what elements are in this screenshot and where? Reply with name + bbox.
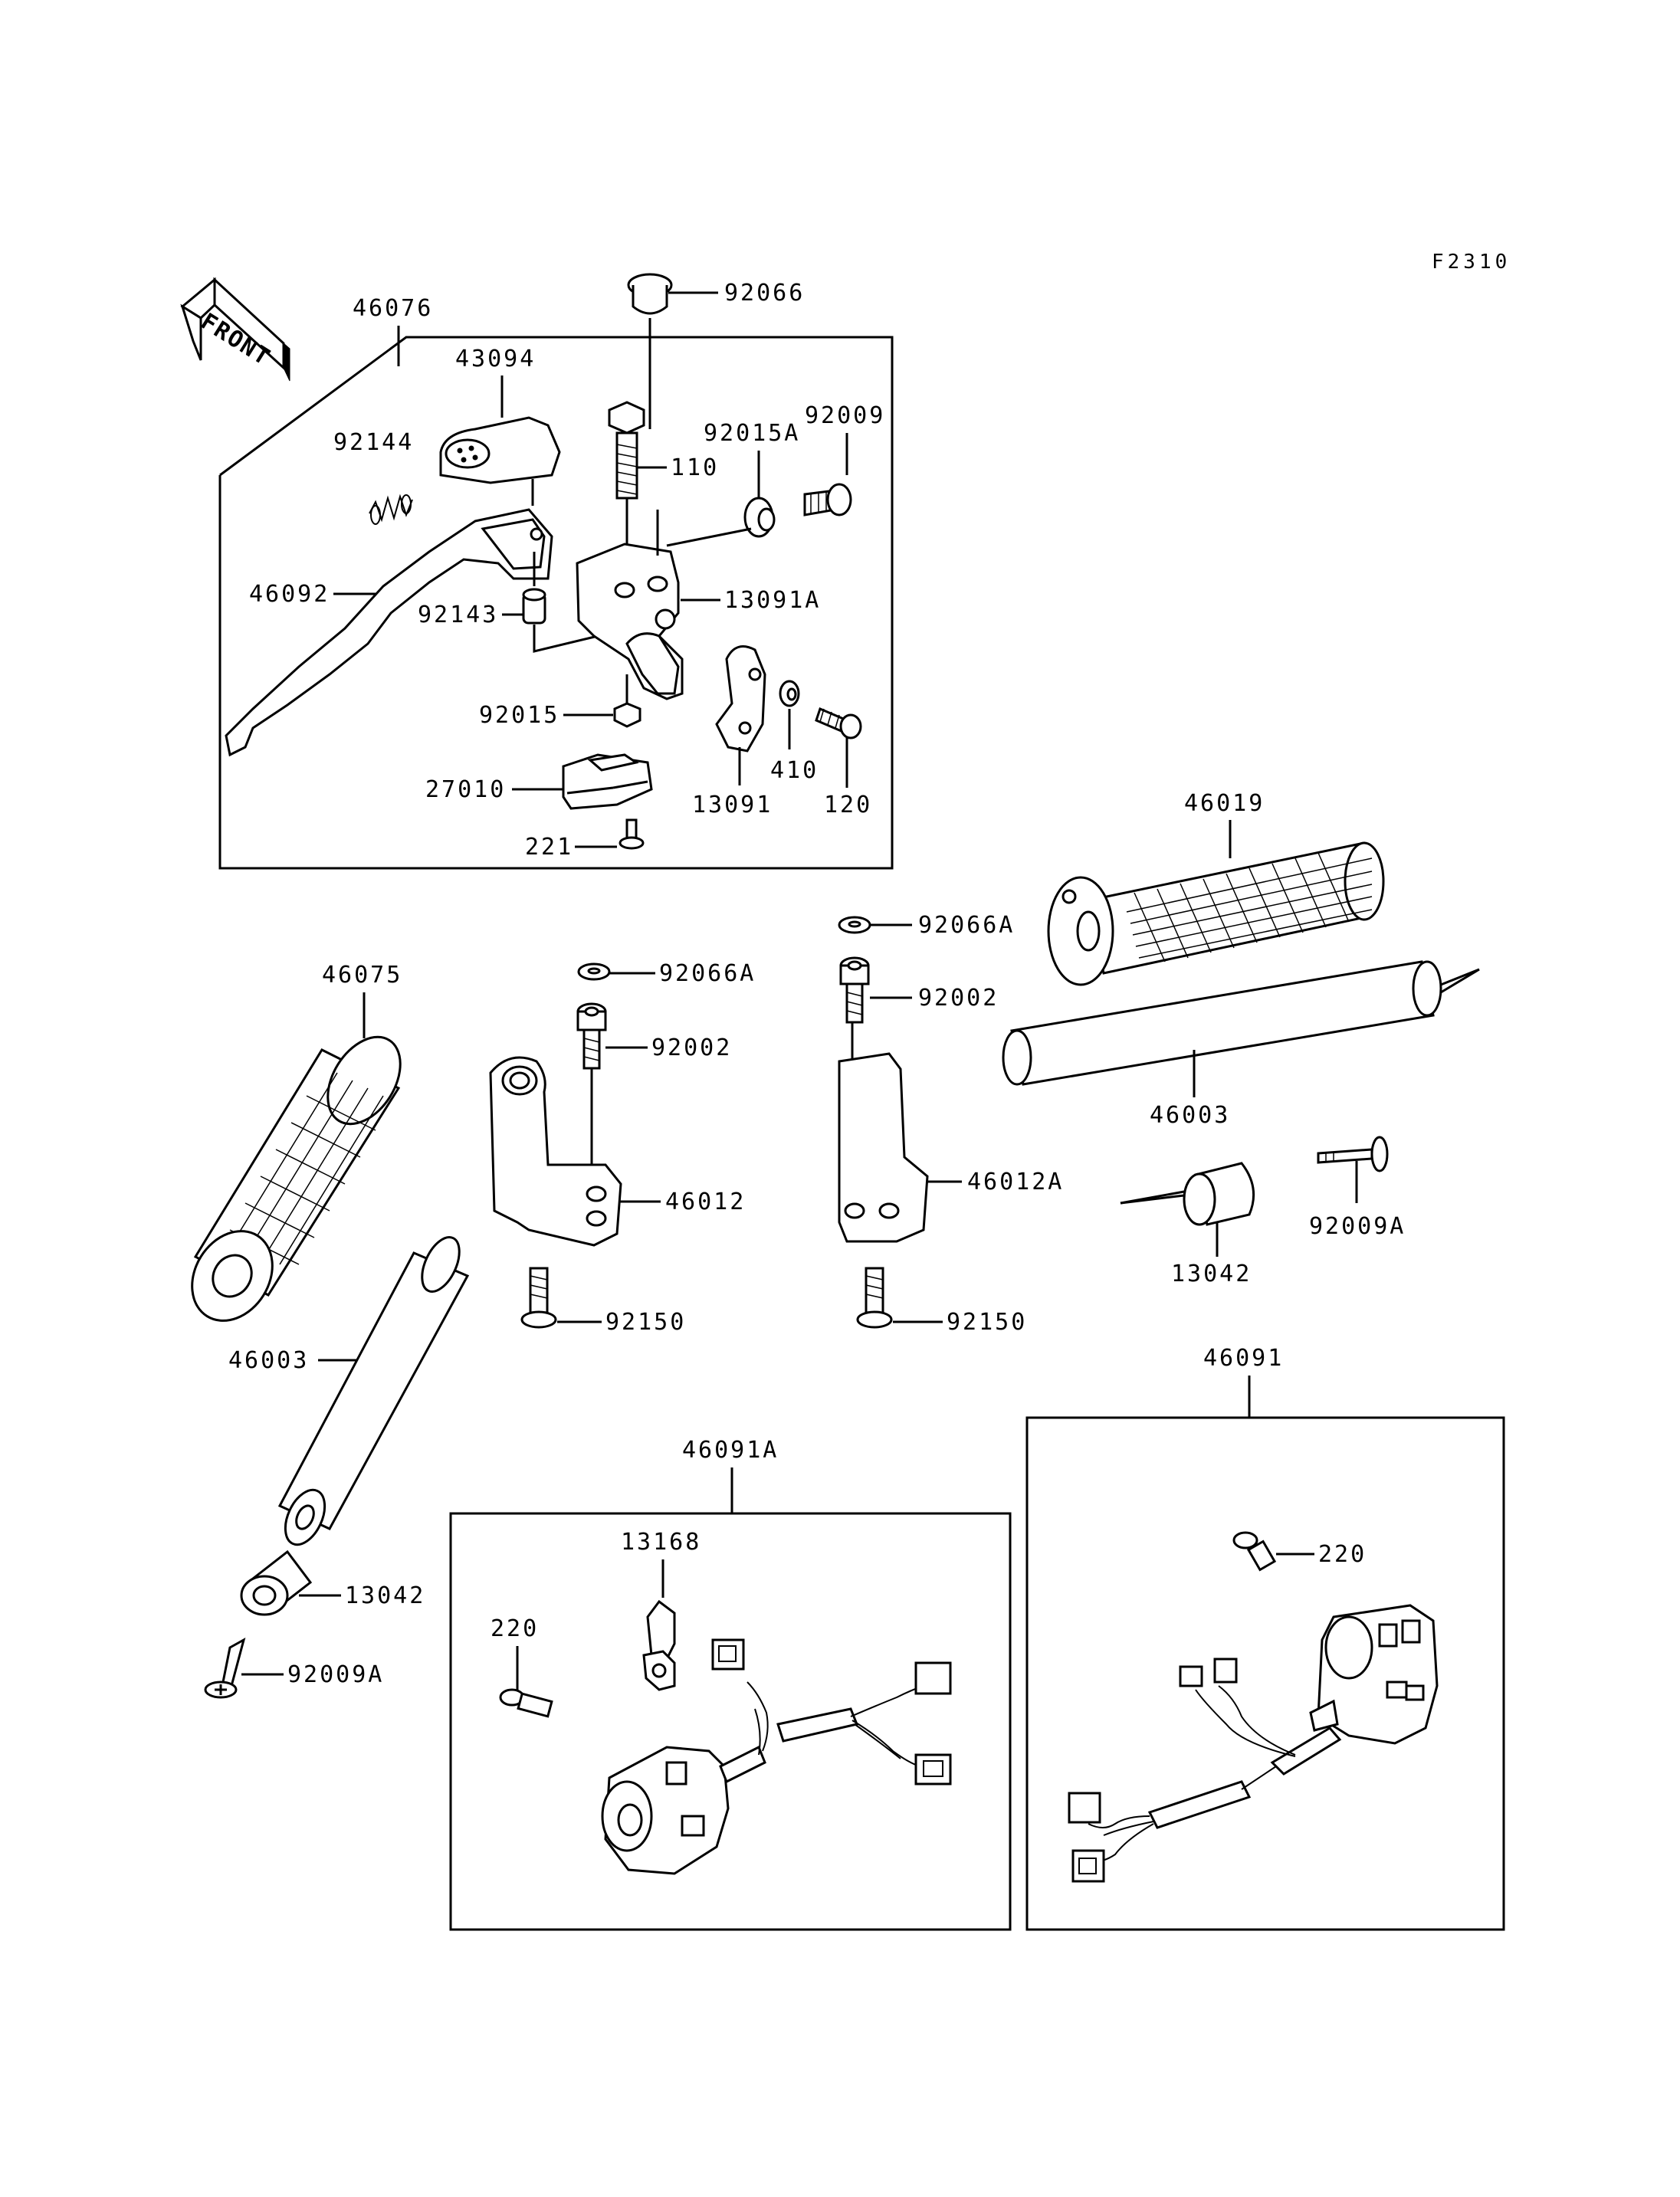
label-46092: 46092 [249,581,330,608]
part-13042-right: 13042 [1120,1162,1255,1287]
part-46003-right: 46003 [1002,960,1480,1129]
label-221: 221 [525,834,573,861]
front-arrow-icon: FRONT [180,277,290,382]
part-27010: 27010 [425,753,653,810]
label-46012A: 46012A [967,1169,1064,1195]
part-13042-left: 13042 [240,1549,425,1616]
label-92150-right: 92150 [947,1309,1027,1336]
label-92009A-right: 92009A [1309,1213,1406,1240]
label-92143: 92143 [418,602,498,628]
label-46003-left: 46003 [228,1347,309,1374]
part-13168: 13168 [621,1529,701,1691]
part-46012A: 46012A [838,1052,1064,1243]
part-92143: 92143 [418,552,599,653]
part-13091: 13091 [692,645,773,818]
part-46019: 46019 [1047,790,1385,986]
label-110: 110 [671,454,719,481]
label-13091A: 13091A [724,587,821,614]
label-46012: 46012 [665,1189,746,1215]
part-46012: 46012 [489,1056,746,1247]
label-46003-right: 46003 [1150,1102,1230,1129]
switch-housing-left [601,1638,952,1875]
label-13042-left: 13042 [345,1582,425,1609]
switch-housing-right [1068,1604,1439,1883]
part-92009A-right: 92009A [1309,1136,1406,1240]
label-220-right: 220 [1318,1541,1367,1568]
label-13168: 13168 [621,1529,701,1556]
part-92066A-right: 92066A [838,912,1015,939]
label-46075: 46075 [322,962,402,989]
part-92150-right: 92150 [856,1267,1027,1336]
part-220-right: 220 [1232,1531,1367,1572]
part-92144: 92144 [333,429,414,525]
label-92009: 92009 [805,402,885,429]
label-92009A-left: 92009A [287,1661,384,1688]
label-92144: 92144 [333,429,414,456]
switch-box-46091A: 46091A [449,1437,1012,1931]
part-92066A-mid: 92066A [577,960,756,987]
switch-box-46091: 46091 [1025,1345,1505,1931]
part-92066: 92066 [627,273,805,429]
lever-assembly-box [218,336,894,870]
part-46092: 46092 [225,508,553,757]
label-92150-mid: 92150 [605,1309,686,1336]
part-92009A-left: 92009A [204,1637,384,1699]
part-43094: 43094 [439,346,561,506]
label-46091: 46091 [1203,1345,1284,1372]
part-92015: 92015 [479,674,641,729]
label-92066: 92066 [724,280,805,307]
label-92002-right: 92002 [918,985,999,1012]
label-220-left: 220 [491,1615,539,1642]
label-46076: 46076 [353,295,433,322]
label-92066A-mid: 92066A [659,960,756,987]
part-46003-left: 46003 [228,1236,470,1546]
part-220-left: 220 [491,1615,553,1718]
part-92009: 92009 [803,402,885,516]
part-410: 410 [770,680,819,784]
part-46075: 46075 [191,962,402,1322]
label-27010: 27010 [425,776,506,803]
part-92002-right: 92002 [839,956,999,1192]
part-92002-mid: 92002 [576,1002,732,1192]
label-92002-mid: 92002 [651,1035,732,1061]
label-43094: 43094 [455,346,536,372]
part-13091A: 13091A [576,510,821,700]
label-92015A: 92015A [704,420,800,447]
label-46019: 46019 [1184,790,1265,817]
label-120: 120 [824,792,872,818]
part-92015A: 92015A [666,420,800,547]
label-92066A-right: 92066A [918,912,1015,939]
diagram-code: F2310 [1432,251,1511,274]
label-46091A: 46091A [682,1437,779,1464]
label-410: 410 [770,757,819,784]
part-120: 120 [815,707,872,818]
label-13042-right: 13042 [1171,1261,1252,1287]
label-92015: 92015 [479,702,559,729]
part-221: 221 [525,818,645,861]
part-92150-mid: 92150 [520,1267,686,1336]
label-13091: 13091 [692,792,773,818]
